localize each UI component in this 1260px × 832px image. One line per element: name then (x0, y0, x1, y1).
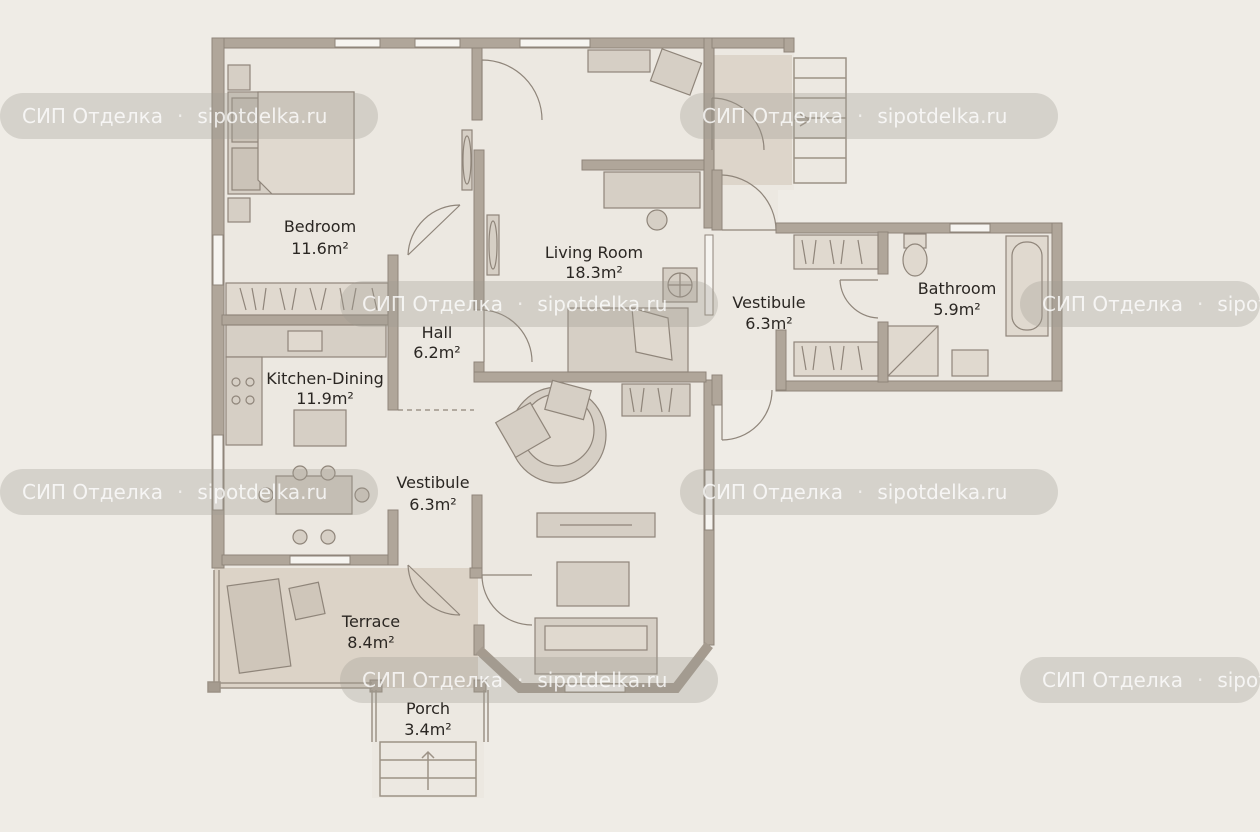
area-kitchen-dining: 11.9m² (296, 389, 354, 408)
area-vestibule-center: 6.3m² (409, 495, 456, 514)
label-hall: Hall (422, 323, 453, 342)
area-bathroom: 5.9m² (933, 300, 980, 319)
wall-entry-top (711, 37, 793, 49)
wall-bedroom-right (471, 47, 483, 121)
area-bedroom: 11.6m² (291, 239, 349, 258)
area-vestibule-right: 6.3m² (745, 314, 792, 333)
doors (398, 59, 879, 626)
label-living-room: Living Room (545, 243, 643, 262)
wall-vest-right-bottom (711, 374, 723, 406)
wall-vestibule-right (471, 494, 483, 576)
vestibule-right-floor (712, 190, 778, 390)
wall-entry-right (783, 37, 795, 53)
bathroom-furniture (793, 233, 1049, 377)
area-hall: 6.2m² (413, 343, 460, 362)
wall-bath-left (775, 329, 787, 391)
entry-stairs (379, 57, 847, 797)
wall-terrace-top (469, 567, 483, 579)
wall-porch-right (473, 679, 487, 693)
label-terrace: Terrace (341, 612, 400, 631)
wall-vestibule-left (387, 509, 399, 566)
label-bathroom: Bathroom (918, 279, 997, 298)
wall-bedroom-bottom (221, 314, 399, 326)
label-bedroom: Bedroom (284, 217, 356, 236)
area-living-room: 18.3m² (565, 263, 623, 282)
area-porch: 3.4m² (404, 720, 451, 739)
wall-bath-bottom (775, 380, 1063, 392)
label-vestibule-center: Vestibule (396, 473, 469, 492)
wall-vest-right-left (711, 169, 723, 231)
windows (212, 38, 991, 693)
lounge-furniture (494, 379, 691, 484)
bedroom-furniture (225, 64, 473, 316)
railings (207, 570, 489, 742)
terrace-furniture (226, 578, 326, 674)
wall-living-bottom (473, 371, 707, 383)
wall-bath-divider (877, 231, 889, 275)
living-room-furniture (486, 48, 703, 373)
wall-bath-divider-lower (877, 321, 889, 383)
bedroom-wardrobe (225, 282, 389, 316)
kitchen-furniture (225, 324, 387, 545)
entry-shade (712, 55, 792, 185)
area-terrace: 8.4m² (347, 633, 394, 652)
wall-hall-left (387, 254, 399, 411)
wall-bath-top (775, 222, 1063, 234)
room-labels: Bedroom 11.6m² Living Room 18.3m² Hall 6… (266, 217, 996, 739)
label-vestibule-right: Vestibule (732, 293, 805, 312)
wall-bath-right (1051, 222, 1063, 392)
wall-right-main (703, 37, 715, 229)
label-kitchen-dining: Kitchen-Dining (266, 369, 384, 388)
label-porch: Porch (406, 699, 450, 718)
wall-living-inner (581, 159, 705, 171)
wall-hall-right-upper (473, 149, 485, 311)
wall-top (213, 37, 715, 49)
lower-living-furniture (534, 512, 658, 675)
